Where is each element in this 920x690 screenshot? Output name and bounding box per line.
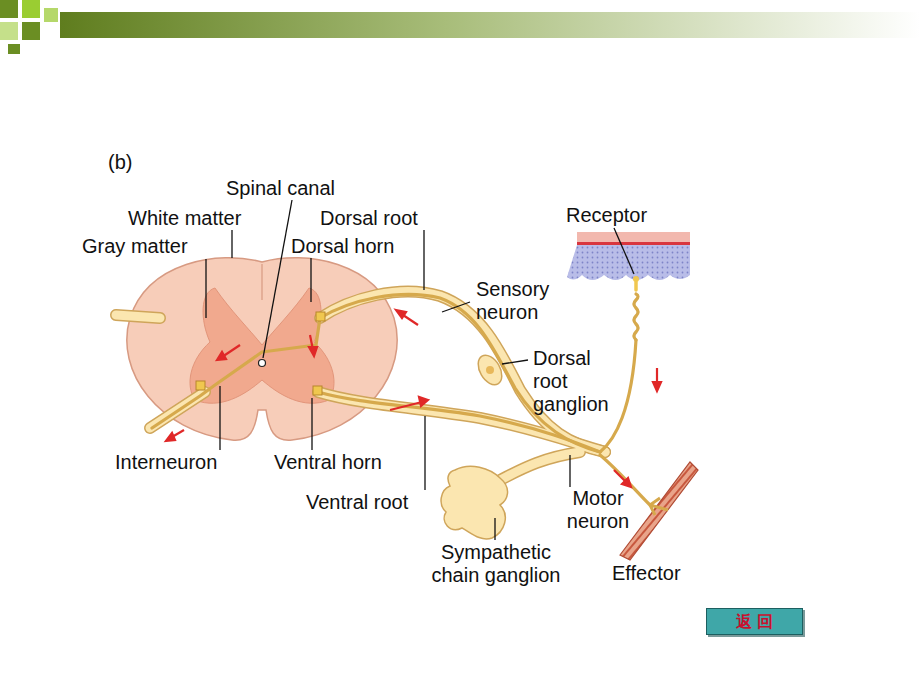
part-label: Receptor [566,204,647,227]
part-label: Motor neuron [556,487,640,533]
part-label: Dorsal root [320,207,418,230]
part-label: White matter [128,207,241,230]
part-label: Spinal canal [226,177,335,200]
part-label: Ventral root [306,491,408,514]
part-label: (b) [108,151,132,174]
return-button: 返 回 [706,608,803,635]
part-label: Dorsal root ganglion [533,347,625,416]
part-label: Dorsal horn [291,235,394,258]
part-label: Sensory neuron [476,278,568,324]
part-label: Sympathetic chain ganglion [420,541,572,587]
button-label: 返 回 [736,613,774,631]
part-label: Interneuron [115,451,217,474]
part-label: Effector [612,562,681,585]
part-label: Gray matter [82,235,188,258]
part-label: Ventral horn [274,451,382,474]
